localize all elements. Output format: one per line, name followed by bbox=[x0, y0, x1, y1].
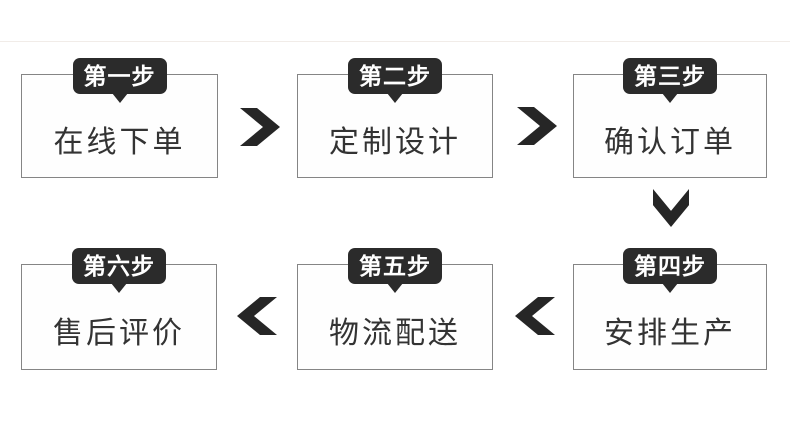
arrow-right-icon bbox=[517, 107, 557, 145]
step-2-badge: 第二步 bbox=[348, 58, 442, 94]
background-seam-line bbox=[0, 41, 790, 42]
step-box-4: 第四步 安排生产 bbox=[573, 248, 767, 370]
step-1-badge: 第一步 bbox=[72, 58, 167, 94]
step-5-badge: 第五步 bbox=[348, 248, 442, 284]
arrow-left-icon bbox=[237, 297, 277, 335]
step-3-label: 确认订单 bbox=[604, 126, 736, 159]
step-box-1: 第一步 在线下单 bbox=[21, 58, 218, 178]
step-6-label: 售后评价 bbox=[53, 317, 185, 350]
step-1-label: 在线下单 bbox=[53, 126, 186, 159]
step-box-2: 第二步 定制设计 bbox=[297, 58, 493, 178]
step-4-badge: 第四步 bbox=[623, 248, 717, 284]
arrow-down-icon bbox=[653, 189, 689, 227]
step-5-label: 物流配送 bbox=[329, 317, 461, 350]
step-box-5: 第五步 物流配送 bbox=[297, 248, 493, 370]
step-box-6: 第六步 售后评价 bbox=[21, 248, 217, 370]
arrow-right-icon bbox=[240, 108, 280, 146]
step-6-badge: 第六步 bbox=[72, 248, 166, 284]
step-4-label: 安排生产 bbox=[604, 317, 736, 350]
step-3-badge: 第三步 bbox=[623, 58, 717, 94]
arrow-left-icon bbox=[515, 297, 555, 335]
step-2-label: 定制设计 bbox=[329, 126, 461, 159]
step-box-3: 第三步 确认订单 bbox=[573, 58, 767, 178]
